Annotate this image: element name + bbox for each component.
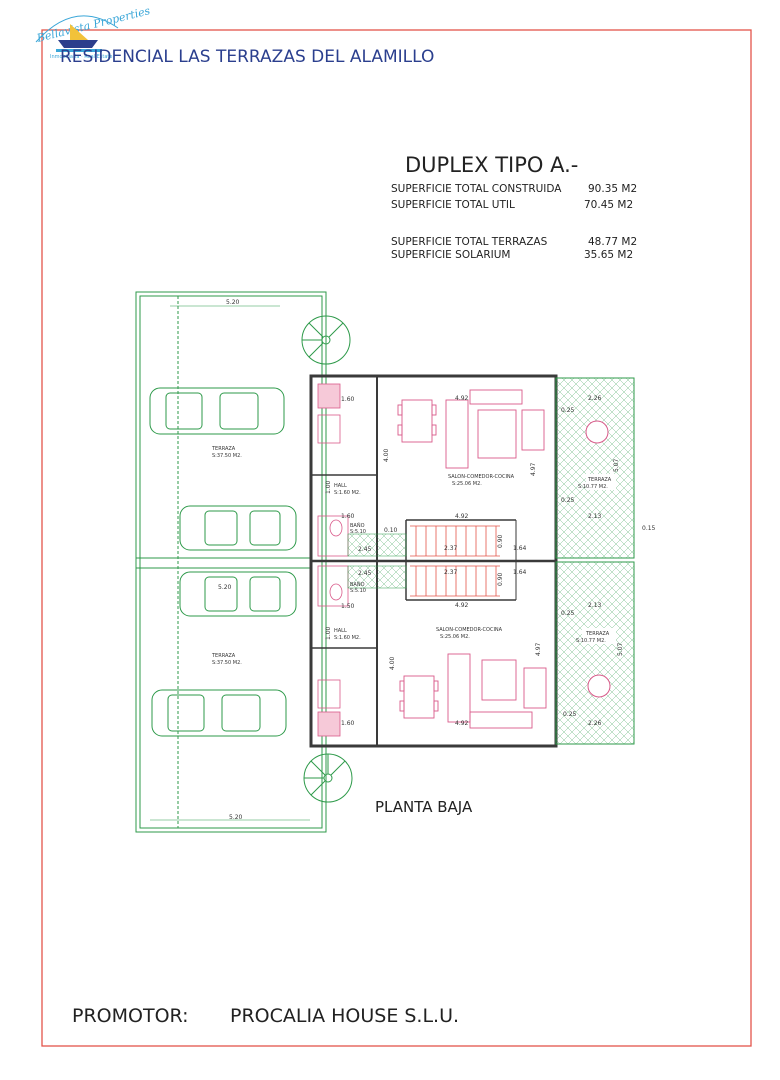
terrace-right-top-area: S:10.77 M2.: [578, 484, 608, 490]
dim-kitchen-mid-top: 1.60: [341, 513, 355, 520]
logo-name: Bellavista Properties: [35, 4, 152, 45]
dim-stair-side-top: 1.64: [513, 545, 527, 552]
bano-bottom-area: S:5.10: [350, 588, 366, 594]
dim-offset-mid-top: 0.25: [561, 497, 575, 504]
dim-terrace-inner-top: 2.13: [588, 513, 602, 520]
dim-terrace-depth-bottom: 5.07: [617, 642, 624, 656]
dim-salon-height-bottom: 4.97: [535, 642, 542, 656]
area-value: 90.35 M2: [588, 183, 637, 195]
car-icon: [179, 505, 297, 551]
bano-top-area: S:5.10: [350, 529, 366, 535]
area-value: 70.45 M2: [584, 199, 633, 211]
car-icon: [149, 387, 285, 435]
logo-tagline: Inmobiliaria · Real Estate: [50, 54, 112, 60]
parking-width-bottom: 5.20: [229, 814, 243, 821]
dim-offset-bottom: 0.25: [563, 711, 577, 718]
dim-salon-depth-bottom: 4.00: [389, 656, 396, 670]
car-icon: [151, 689, 287, 737]
hall-bottom-name: HALL: [334, 628, 347, 634]
dim-bath-a-bottom: 2.45: [358, 570, 372, 577]
dimension-labels: 1.60 4.92 2.26 0.25 4.00 4.97 5.07 0.25 …: [325, 395, 656, 727]
parking-width-mid: 5.20: [218, 584, 232, 591]
bath-tile-bottom: [347, 565, 407, 589]
terrace-right-top-name: TERRAZA: [587, 477, 612, 483]
plan-title: DUPLEX TIPO A.-: [405, 153, 578, 177]
level-label: PLANTA BAJA: [375, 798, 473, 816]
promoter-label: PROMOTOR:: [72, 1005, 189, 1027]
area-value: 35.65 M2: [584, 249, 633, 261]
dim-kitchen-bottom: 1.60: [341, 720, 355, 727]
parking-terrace-top-name: TERRAZA: [211, 446, 236, 452]
project-title: RESIDENCIAL LAS TERRAZAS DEL ALAMILLO: [60, 47, 434, 67]
building-walls: [309, 374, 558, 748]
dim-salon-mid-top: 4.92: [455, 513, 469, 520]
salon-bottom-area: S:25.06 M2.: [440, 634, 470, 640]
area-value: 48.77 M2: [588, 236, 637, 248]
sheet-frame: [41, 29, 752, 1047]
area-label: SUPERFICIE TOTAL CONSTRUIDA: [391, 183, 562, 195]
dim-offset-b: 0.15: [642, 525, 656, 532]
dim-bath-b: 1.50: [341, 603, 355, 610]
hall-bottom-area: S:1.60 M2.: [334, 635, 361, 641]
bano-top-name: BAÑO: [350, 522, 365, 529]
dim-stair-width-top: 0.90: [497, 534, 504, 548]
dim-stair-side-bottom: 1.64: [513, 569, 527, 576]
spiral-stair-top: [301, 315, 351, 365]
dim-offset-top: 0.25: [561, 407, 575, 414]
dim-terrace-depth-top: 5.07: [613, 458, 620, 472]
parking-width-top: 5.20: [226, 299, 240, 306]
bano-bottom-name: BAÑO: [350, 581, 365, 588]
area-label: SUPERFICIE SOLARIUM: [391, 249, 511, 261]
dim-terrace-inner-bottom: 2.13: [588, 602, 602, 609]
parking-terrace-top-area: S:37.50 M2.: [212, 453, 242, 459]
bath-tile-top: [347, 533, 407, 557]
living-furniture-top: [397, 389, 545, 469]
dim-salon-height-top: 4.97: [530, 462, 537, 476]
dim-stair-run-bottom: 2.37: [444, 569, 458, 576]
boat-icon: [58, 40, 98, 48]
dim-bath-a-top: 2.45: [358, 546, 372, 553]
dim-stair-run-top: 2.37: [444, 545, 458, 552]
dim-offset-c-top: 0.10: [384, 527, 398, 534]
salon-top-name: SALON-COMEDOR-COCINA: [448, 474, 515, 480]
dim-salon-depth-top: 4.00: [383, 448, 390, 462]
interior-stairs: [410, 525, 500, 597]
salon-bottom-name: SALON-COMEDOR-COCINA: [436, 627, 503, 633]
living-furniture-bottom: [399, 653, 547, 729]
area-table: SUPERFICIE TOTAL CONSTRUIDA 90.35 M2 SUP…: [391, 183, 637, 261]
terrace-tables: [585, 420, 611, 698]
dim-stair-width-bottom: 0.90: [497, 572, 504, 586]
dim-hall-top: 1.00: [325, 480, 332, 494]
terrace-right-bottom-name: TERRAZA: [585, 631, 610, 637]
dim-kitchen-top: 1.60: [341, 396, 355, 403]
dim-terrace-bottom: 2.26: [588, 720, 602, 727]
dim-hall-bottom: 1.00: [325, 626, 332, 640]
terrace-right-bottom: [555, 561, 635, 745]
area-label: SUPERFICIE TOTAL TERRAZAS: [391, 236, 548, 248]
parking-terrace-bottom-name: TERRAZA: [211, 653, 236, 659]
terrace-right-bottom-area: S:10.77 M2.: [576, 638, 606, 644]
area-label: SUPERFICIE TOTAL UTIL: [391, 199, 515, 211]
hall-top-name: HALL: [334, 483, 347, 489]
dim-salon-top: 4.92: [455, 395, 469, 402]
dim-salon-mid-bottom: 4.92: [455, 602, 469, 609]
terrace-right-top: [555, 377, 635, 559]
parking-terrace-bottom-area: S:37.50 M2.: [212, 660, 242, 666]
dim-offset-mid-bottom: 0.25: [561, 610, 575, 617]
promoter-name: PROCALIA HOUSE S.L.U.: [230, 1005, 459, 1027]
car-icon: [179, 571, 297, 617]
parking-terraces: [135, 291, 327, 833]
dim-terrace-top: 2.26: [588, 395, 602, 402]
salon-top-area: S:25.06 M2.: [452, 481, 482, 487]
dim-salon-bottom: 4.92: [455, 720, 469, 727]
spiral-stair-bottom: [303, 753, 353, 803]
wet-rooms: [317, 383, 349, 737]
hall-top-area: S:1.60 M2.: [334, 490, 361, 496]
